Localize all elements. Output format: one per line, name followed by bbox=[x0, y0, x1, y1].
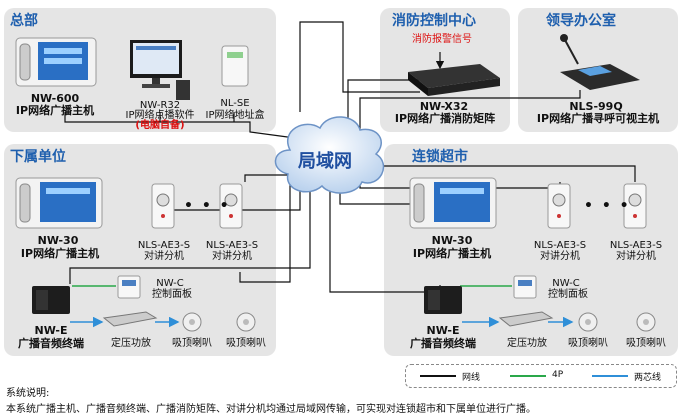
nlse-desc: IP网络地址盒 bbox=[205, 110, 265, 121]
chain-terminal-model: NW-E bbox=[426, 324, 460, 337]
legend-net-label: 网线 bbox=[462, 373, 481, 383]
fire-center-title: 消防控制中心 bbox=[392, 13, 476, 29]
legend-4p-label: 4P bbox=[552, 370, 564, 380]
chain-intercom2-desc: 对讲分机 bbox=[616, 251, 656, 262]
terminal-chain bbox=[424, 286, 462, 314]
chain-host-desc: IP网络广播主机 bbox=[412, 247, 492, 260]
nw600-model: NW-600 bbox=[30, 92, 80, 105]
sub-panel-desc: 控制面板 bbox=[152, 289, 192, 300]
sub-ellipsis: • • • bbox=[184, 198, 231, 214]
pc-software-device bbox=[130, 40, 190, 100]
nw30-device-chain bbox=[409, 177, 497, 229]
nwx32-desc: IP网络广播消防矩阵 bbox=[394, 112, 496, 125]
nlse-model: NL-SE bbox=[220, 98, 250, 109]
fire-matrix-device bbox=[408, 64, 500, 96]
legend-twocore-label: 两芯线 bbox=[634, 373, 662, 383]
fire-signal-label: 消防报警信号 bbox=[412, 34, 472, 45]
intercom-sub-2 bbox=[219, 183, 243, 229]
chain-host-model: NW-30 bbox=[431, 234, 473, 247]
intercom-chain-2 bbox=[623, 183, 647, 229]
sub-intercom1-model: NLS-AE3-S bbox=[137, 240, 191, 251]
sub-panel-model: NW-C bbox=[156, 278, 184, 289]
chain-intercom2-model: NLS-AE3-S bbox=[609, 240, 663, 251]
sub-intercom2-desc: 对讲分机 bbox=[212, 251, 252, 262]
intercom-chain-1 bbox=[547, 183, 571, 229]
amplifier-chain bbox=[498, 311, 554, 327]
sub-host-model: NW-30 bbox=[37, 234, 79, 247]
notes-body: 本系统广播主机、广播音频终端、广播消防矩阵、对讲分机均通过局域网传输，可实现对连… bbox=[6, 404, 536, 415]
lan-label: 局域网 bbox=[298, 151, 352, 172]
subordinate-title: 下属单位 bbox=[10, 149, 66, 165]
nw600-desc: IP网络广播主机 bbox=[15, 104, 95, 117]
chain-ellipsis: • • • bbox=[584, 198, 631, 214]
paging-host-device bbox=[560, 34, 640, 90]
intercom-sub-1 bbox=[151, 183, 175, 229]
control-panel-chain bbox=[513, 275, 537, 299]
sub-terminal-desc: 广播音频终端 bbox=[18, 337, 84, 350]
terminal-sub bbox=[32, 286, 70, 314]
sub-intercom1-desc: 对讲分机 bbox=[144, 251, 184, 262]
nls99q-desc: IP网络广播寻呼可视主机 bbox=[536, 112, 660, 125]
nwr32-model: NW-R32 bbox=[139, 100, 181, 111]
sub-amp-label: 定压功放 bbox=[111, 338, 151, 349]
sub-speaker1-label: 吸顶喇叭 bbox=[172, 338, 212, 349]
chain-intercom1-model: NLS-AE3-S bbox=[533, 240, 587, 251]
chain-panel-model: NW-C bbox=[552, 278, 580, 289]
leader-office-title: 领导办公室 bbox=[546, 13, 616, 29]
chain-intercom1-desc: 对讲分机 bbox=[540, 251, 580, 262]
nw600-device bbox=[15, 37, 97, 87]
chain-speaker2-label: 吸顶喇叭 bbox=[626, 338, 666, 349]
nwr32-note: (电脑自备) bbox=[135, 120, 185, 131]
hq-title: 总部 bbox=[10, 13, 38, 29]
chain-speaker1-label: 吸顶喇叭 bbox=[568, 338, 608, 349]
speakers-sub bbox=[182, 312, 256, 332]
sub-terminal-model: NW-E bbox=[34, 324, 68, 337]
legend: 网线 4P 两芯线 bbox=[405, 364, 677, 388]
sub-speaker2-label: 吸顶喇叭 bbox=[226, 338, 266, 349]
nls99q-model: NLS-99Q bbox=[569, 100, 623, 113]
network-lines bbox=[64, 21, 636, 293]
sub-host-desc: IP网络广播主机 bbox=[20, 247, 100, 260]
chain-terminal-desc: 广播音频终端 bbox=[410, 337, 476, 350]
legend-net-swatch bbox=[420, 375, 456, 377]
chain-panel-desc: 控制面板 bbox=[548, 289, 588, 300]
legend-4p-swatch bbox=[510, 375, 546, 377]
speakers-chain bbox=[578, 312, 656, 332]
legend-twocore-swatch bbox=[592, 375, 628, 377]
lan-cloud bbox=[274, 116, 385, 194]
nwx32-model: NW-X32 bbox=[419, 100, 469, 113]
amplifier-sub bbox=[102, 311, 158, 327]
chain-store-title: 连锁超市 bbox=[412, 149, 468, 165]
chain-amp-label: 定压功放 bbox=[507, 338, 547, 349]
notes-title: 系统说明: bbox=[6, 388, 50, 399]
nw30-device-sub bbox=[15, 177, 103, 229]
control-panel-sub bbox=[117, 275, 141, 299]
sub-intercom2-model: NLS-AE3-S bbox=[205, 240, 259, 251]
nwr32-desc: IP网络点播软件 bbox=[125, 110, 195, 121]
address-box-device bbox=[221, 45, 249, 87]
